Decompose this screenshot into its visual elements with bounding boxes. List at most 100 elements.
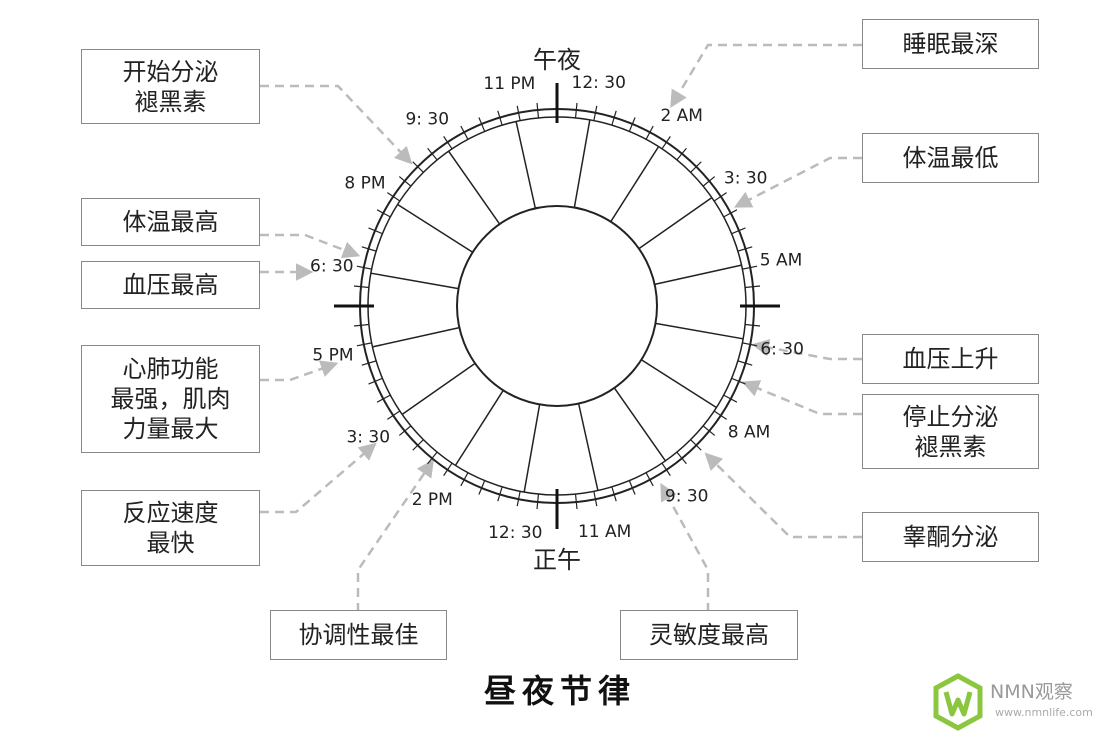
- tick-mark: [742, 342, 758, 347]
- arrow-bp-rise: [751, 338, 862, 361]
- spoke: [454, 389, 504, 466]
- time-label: 6: 30: [760, 340, 804, 360]
- tick-mark: [398, 176, 412, 187]
- tick-mark: [731, 227, 746, 235]
- tick-mark: [443, 136, 453, 150]
- tick-mark: [478, 480, 486, 495]
- arrow-testosterone: [704, 452, 862, 539]
- watermark-url: www.nmnlife.com: [995, 706, 1093, 719]
- tick-mark: [387, 410, 401, 420]
- spoke: [372, 326, 460, 348]
- tick-mark: [497, 486, 503, 502]
- time-label: 2 PM: [412, 490, 453, 510]
- time-label: 12: 30: [488, 523, 542, 543]
- tick-mark: [443, 462, 453, 476]
- watermark-brand: NMN观察: [990, 681, 1073, 703]
- spoke: [577, 403, 599, 491]
- spoke: [655, 322, 744, 340]
- time-label: 3: 30: [346, 428, 390, 448]
- arrow-best-coordination: [356, 459, 434, 612]
- event-lowest-temp: 体温最低: [862, 133, 1039, 183]
- tick-mark: [737, 246, 753, 252]
- spoke: [610, 146, 660, 223]
- tick-mark: [661, 462, 671, 476]
- tick-mark: [356, 342, 372, 347]
- diagram-title: 昼夜节律: [483, 672, 636, 710]
- tick-mark: [376, 209, 391, 218]
- tick-mark: [460, 125, 469, 140]
- spoke: [654, 264, 742, 286]
- tick-mark: [645, 125, 654, 140]
- tick-mark: [497, 110, 503, 126]
- tick-mark: [412, 161, 424, 173]
- tick-mark: [478, 117, 486, 132]
- event-highest-alertness: 灵敏度最高: [620, 610, 798, 660]
- tick-mark: [645, 472, 654, 487]
- inner-ring: [367, 116, 747, 496]
- time-label: 11 AM: [578, 522, 631, 542]
- time-label: 3: 30: [724, 168, 768, 188]
- tick-mark: [611, 110, 617, 126]
- tick-mark: [412, 439, 424, 451]
- tick-mark: [713, 410, 727, 420]
- arrow-cardio-muscle: [260, 360, 339, 382]
- tick-mark: [690, 439, 702, 451]
- event-highest-temp: 体温最高: [81, 198, 260, 246]
- spoke: [638, 196, 713, 250]
- event-melatonin-stop: 停止分泌 褪黑素: [862, 394, 1039, 469]
- tick-mark: [737, 360, 753, 366]
- time-label: 2 AM: [660, 106, 703, 126]
- tick-mark: [376, 394, 391, 403]
- tick-mark: [353, 323, 369, 327]
- tick-mark: [628, 480, 636, 495]
- time-label: 5 PM: [312, 346, 353, 366]
- spoke: [401, 362, 476, 416]
- noon-label: 正午: [533, 546, 581, 574]
- tick-mark: [745, 323, 761, 327]
- event-testosterone: 睾酮分泌: [862, 512, 1039, 562]
- tick-mark: [702, 425, 716, 436]
- tick-mark: [593, 491, 598, 507]
- tick-mark: [574, 494, 578, 510]
- tick-mark: [361, 246, 377, 252]
- tick-mark: [427, 451, 438, 465]
- event-deepest-sleep: 睡眠最深: [862, 19, 1039, 69]
- tick-mark: [742, 265, 758, 270]
- spoke: [515, 121, 537, 209]
- tick-mark: [536, 102, 540, 118]
- arrow-deepest-sleep: [670, 43, 862, 109]
- event-melatonin-start: 开始分泌 褪黑素: [81, 49, 260, 124]
- tick-mark: [460, 472, 469, 487]
- arrow-lowest-temp: [733, 156, 862, 208]
- arrow-fastest-reaction: [260, 442, 377, 514]
- time-label: 9: 30: [405, 109, 449, 129]
- nmn-logo-icon: [933, 673, 983, 731]
- spoke: [573, 119, 591, 208]
- tick-mark: [593, 105, 598, 121]
- tick-mark: [628, 117, 636, 132]
- tick-mark: [745, 285, 761, 289]
- tick-mark: [676, 147, 687, 161]
- tick-mark: [356, 265, 372, 270]
- tick-mark: [731, 377, 746, 385]
- tick-mark: [361, 360, 377, 366]
- tick-mark: [427, 147, 438, 161]
- tick-mark: [368, 377, 383, 385]
- tick-mark: [611, 486, 617, 502]
- tick-mark: [713, 192, 727, 202]
- spoke: [370, 272, 459, 290]
- tick-mark: [387, 192, 401, 202]
- tick-mark: [574, 102, 578, 118]
- time-label: 9: 30: [665, 487, 709, 507]
- arrow-highest-alertness: [660, 482, 710, 612]
- tick-mark: [516, 491, 521, 507]
- event-bp-rise: 血压上升: [862, 334, 1039, 384]
- tick-mark: [661, 136, 671, 150]
- time-label: 6: 30: [310, 256, 354, 276]
- event-best-coordination: 协调性最佳: [270, 610, 447, 660]
- tick-mark: [690, 161, 702, 173]
- time-label: 5 AM: [760, 250, 803, 270]
- spoke: [447, 150, 501, 225]
